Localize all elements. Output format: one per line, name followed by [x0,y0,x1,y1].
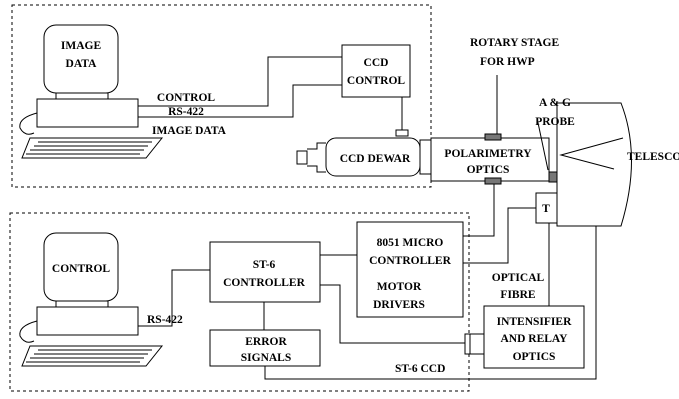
intensifier-label-line2: AND RELAY [501,333,569,345]
intensifier-label-line1: INTENSIFIER [497,316,572,328]
optical-fibre-label-line1: OPTICAL [492,272,545,284]
st6-controller-label-line2: CONTROLLER [223,277,305,289]
motor-drivers-label-line2: DRIVERS [373,299,425,311]
motor-drivers-label-line1: MOTOR [377,281,422,293]
image-data-link-label: IMAGE DATA [152,125,227,137]
error-signals-label-line2: SIGNALS [241,352,292,364]
polarimetry-label-line2: OPTICS [467,164,510,176]
micro-controller-label-line1: 8051 MICRO [377,237,444,249]
t-box-label: T [542,203,550,215]
micro-to-t-box-line [463,207,536,264]
ag-probe-marker [548,171,558,183]
polarimetry-label-line1: POLARIMETRY [444,148,532,160]
ccd-control-label-line2: CONTROL [347,75,405,87]
st6-to-ccd-line [320,284,465,344]
image-data-link-line [138,84,342,118]
hwp-rotary-stage-bottom [484,177,502,185]
control-link-line [138,56,342,107]
control-link-label: CONTROL [157,92,215,104]
image-data-label-line2: DATA [66,58,98,70]
telescope-beam-lines [559,137,624,170]
st6-controller-box [209,241,321,303]
ccd-control-label-line1: CCD [364,57,389,69]
micro-controller-label-line2: CONTROLLER [369,255,451,267]
ccd-dewar-shape [296,137,432,177]
ag-probe-pointer [536,117,549,171]
hwp-rotary-stage-top [484,133,502,141]
image-data-label-line1: IMAGE [61,40,102,52]
rs422-bottom-label: RS-422 [147,314,183,326]
telescope-label: TELESCOPE [627,151,679,163]
intensifier-box [483,305,585,369]
rotary-stage-label-line1: ROTARY STAGE [470,37,559,49]
error-return-line [264,226,597,380]
image-data-computer-icon [19,24,164,159]
st6-ccd-label: ST-6 CCD [395,363,445,375]
ag-probe-label-line2: PROBE [535,116,575,128]
control-monitor-label: CONTROL [52,263,110,275]
acquisition-group-border [11,4,432,188]
polarimetry-optics-box [430,137,550,182]
rs422-bottom-link-line [138,269,210,327]
ccd-control-box [341,44,411,98]
rs422-top-label: RS-422 [168,106,204,118]
control-computer-icon [19,232,164,367]
intensifier-label-line3: OPTICS [513,351,556,363]
micro-controller-box [356,221,464,318]
telescope-shape [556,102,632,227]
control-group-border [9,212,470,392]
micro-to-hwp-line [463,184,495,237]
dewar-connector [395,129,409,137]
ccd-dewar-label: CCD DEWAR [340,153,411,165]
st6-controller-label-line1: ST-6 [253,259,276,271]
ag-probe-label-line1: A & G [539,97,571,109]
error-signals-label-line1: ERROR [245,336,287,348]
st6-ccd-box [464,333,485,355]
optical-fibre-label-line2: FIBRE [500,289,535,301]
rotary-stage-label-line2: FOR HWP [480,56,535,68]
